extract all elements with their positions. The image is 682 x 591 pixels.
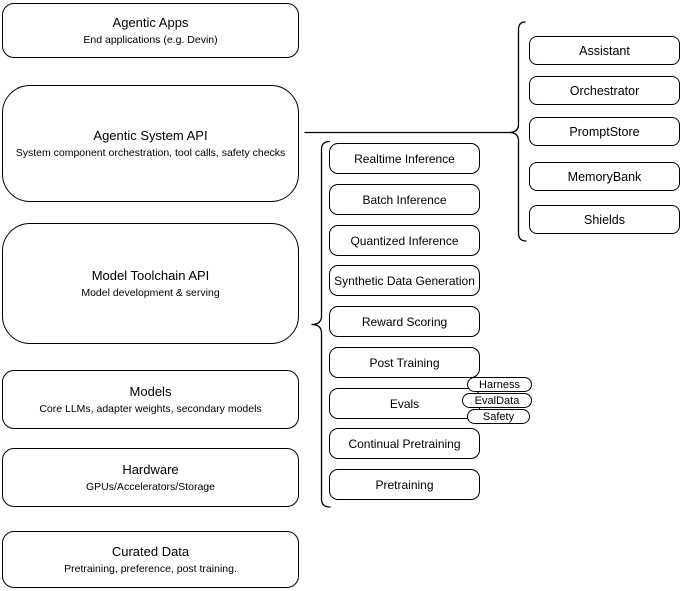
node-title: Hardware [122, 461, 179, 477]
node-quantized-inference: Quantized Inference [329, 225, 480, 256]
node-agentic-system-api: Agentic System API System component orch… [2, 85, 299, 202]
node-model-toolchain-api: Model Toolchain API Model development & … [2, 223, 299, 344]
node-orchestrator: Orchestrator [529, 76, 680, 105]
node-title: Model Toolchain API [91, 267, 210, 283]
node-post-training: Post Training [329, 347, 480, 378]
node-subtitle: End applications (e.g. Devin) [83, 33, 218, 46]
node-label: Reward Scoring [361, 314, 448, 329]
node-reward-scoring: Reward Scoring [329, 306, 480, 337]
node-subtitle: Core LLMs, adapter weights, secondary mo… [39, 402, 262, 415]
node-label: PromptStore [569, 124, 640, 139]
tag-safety: Safety [467, 409, 530, 424]
node-subtitle: Model development & serving [81, 286, 220, 299]
node-label: Synthetic Data Generation [334, 273, 475, 288]
node-pretraining: Pretraining [329, 469, 480, 500]
node-models: Models Core LLMs, adapter weights, secon… [2, 370, 299, 429]
tag-label: EvalData [474, 394, 520, 407]
node-subtitle: System component orchestration, tool cal… [15, 146, 286, 159]
tag-label: Safety [482, 410, 515, 423]
node-assistant: Assistant [529, 36, 680, 65]
node-label: Orchestrator [569, 83, 640, 98]
node-label: Post Training [369, 355, 440, 370]
node-curated-data: Curated Data Pretraining, preference, po… [2, 531, 299, 588]
tag-harness: Harness [467, 377, 532, 392]
node-promptstore: PromptStore [529, 117, 680, 146]
node-title: Models [129, 383, 172, 399]
node-subtitle: GPUs/Accelerators/Storage [86, 480, 215, 493]
system-components-brace [509, 21, 527, 242]
toolchain-brace [311, 140, 331, 508]
node-label: Quantized Inference [350, 233, 459, 248]
tag-label: Harness [479, 378, 520, 391]
node-label: Realtime Inference [354, 151, 455, 166]
node-title: Curated Data [111, 543, 190, 559]
node-label: Pretraining [375, 477, 434, 492]
node-continual-pretraining: Continual Pretraining [329, 428, 480, 459]
node-label: Assistant [579, 43, 630, 58]
node-shields: Shields [529, 205, 680, 234]
node-subtitle: Pretraining, preference, post training. [64, 562, 237, 575]
node-title: Agentic Apps [112, 14, 189, 30]
node-label: Shields [584, 212, 625, 227]
node-agentic-apps: Agentic Apps End applications (e.g. Devi… [2, 3, 299, 58]
node-hardware: Hardware GPUs/Accelerators/Storage [2, 448, 299, 507]
node-synthetic-data-generation: Synthetic Data Generation [329, 265, 480, 296]
node-label: Batch Inference [362, 192, 447, 207]
node-batch-inference: Batch Inference [329, 184, 480, 215]
node-realtime-inference: Realtime Inference [329, 143, 480, 174]
node-label: MemoryBank [567, 169, 642, 184]
node-memorybank: MemoryBank [529, 162, 680, 191]
node-label: Continual Pretraining [348, 436, 461, 451]
tag-evaldata: EvalData [462, 393, 532, 408]
node-label: Evals [389, 396, 420, 411]
node-title: Agentic System API [93, 127, 208, 143]
node-evals: Evals [329, 388, 480, 419]
